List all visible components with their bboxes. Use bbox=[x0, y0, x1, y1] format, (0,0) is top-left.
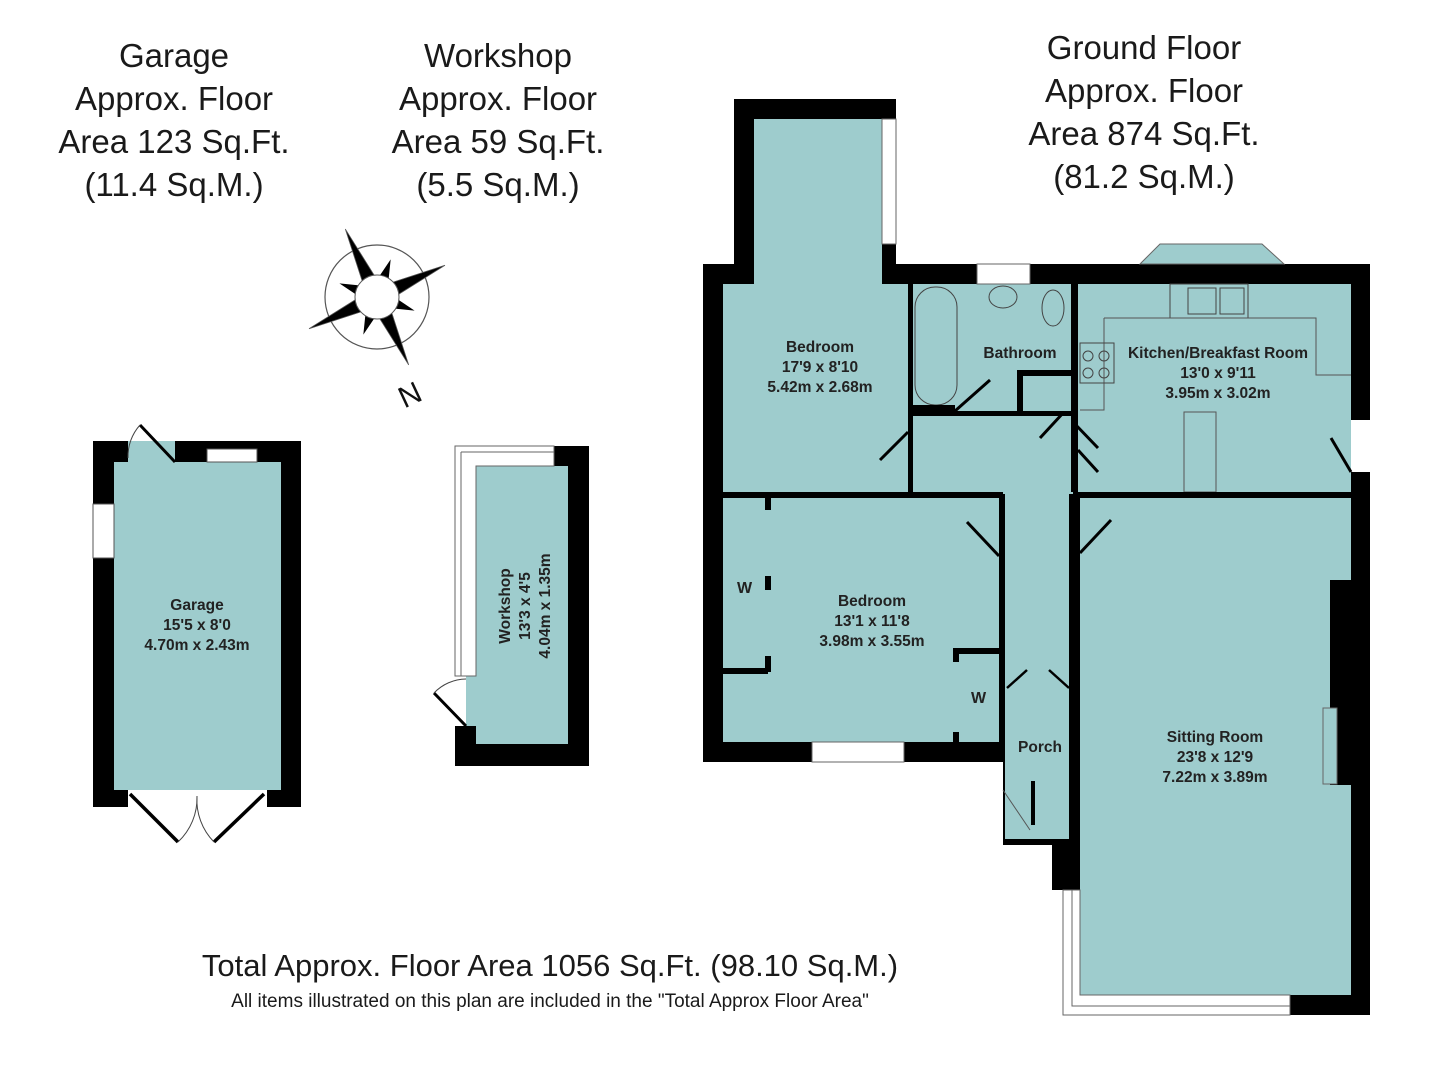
room-label-bedroom-1: Bedroom 17'9 x 8'10 5.42m x 2.68m bbox=[745, 338, 895, 398]
heading-line: Workshop bbox=[424, 37, 572, 74]
heading-line: Area 59 Sq.Ft. bbox=[391, 123, 605, 160]
room-label-garage: Garage 15'5 x 8'0 4.70m x 2.43m bbox=[122, 596, 272, 656]
room-name: Bedroom bbox=[837, 593, 907, 610]
room-dimensions-metric: 7.22m x 3.89m bbox=[1162, 769, 1268, 786]
room-label-workshop: Workshop 13'3 x 4'5 4.04m x 1.35m bbox=[496, 526, 556, 686]
heading-line: Approx. Floor bbox=[398, 80, 598, 117]
room-dimensions-imperial: 13'0 x 9'11 bbox=[1180, 365, 1256, 382]
room-name: Sitting Room bbox=[1166, 729, 1264, 746]
total-floor-area: Total Approx. Floor Area 1056 Sq.Ft. (98… bbox=[201, 948, 899, 983]
heading-line: Garage bbox=[118, 37, 230, 74]
heading-line: Area 874 Sq.Ft. bbox=[1028, 115, 1260, 152]
room-label-porch: Porch bbox=[1005, 738, 1075, 758]
heading-line: Ground Floor bbox=[1046, 29, 1242, 66]
ground-floor-area-heading: Ground Floor Approx. Floor Area 874 Sq.F… bbox=[994, 26, 1294, 198]
room-name: Kitchen/Breakfast Room bbox=[1127, 345, 1308, 362]
compass-rose-icon bbox=[308, 228, 446, 366]
workshop-plan bbox=[432, 445, 589, 766]
garage-area-heading: Garage Approx. Floor Area 123 Sq.Ft. (11… bbox=[24, 34, 324, 206]
room-dimensions-metric: 3.95m x 3.02m bbox=[1165, 385, 1271, 402]
room-dimensions-imperial: 23'8 x 12'9 bbox=[1176, 749, 1254, 766]
room-dimensions-metric: 4.70m x 2.43m bbox=[144, 637, 250, 654]
room-dimensions-imperial: 17'9 x 8'10 bbox=[781, 359, 859, 376]
room-dimensions-metric: 5.42m x 2.68m bbox=[767, 379, 873, 396]
north-label: N bbox=[393, 376, 427, 415]
heading-line: Area 123 Sq.Ft. bbox=[58, 123, 290, 160]
wardrobe-label: W bbox=[971, 690, 987, 707]
room-name: Workshop bbox=[497, 568, 514, 644]
garage-plan bbox=[92, 423, 301, 844]
room-dimensions-imperial: 13'3 x 4'5 bbox=[517, 572, 534, 640]
room-dimensions-metric: 4.04m x 1.35m bbox=[537, 553, 554, 659]
room-name: Bedroom bbox=[785, 339, 855, 356]
room-dimensions-imperial: 13'1 x 11'8 bbox=[834, 613, 910, 630]
room-dimensions-metric: 3.98m x 3.55m bbox=[819, 633, 925, 650]
ground-floor-plan bbox=[703, 99, 1370, 1016]
room-label-sitting-room: Sitting Room 23'8 x 12'9 7.22m x 3.89m bbox=[1140, 728, 1290, 788]
room-name: Porch bbox=[1018, 739, 1062, 756]
room-label-kitchen: Kitchen/Breakfast Room 13'0 x 9'11 3.95m… bbox=[1108, 344, 1328, 404]
room-name: Bathroom bbox=[983, 345, 1057, 362]
room-label-bedroom-2: Bedroom 13'1 x 11'8 3.98m x 3.55m bbox=[797, 592, 947, 652]
floor-area-note: All items illustrated on this plan are i… bbox=[231, 991, 869, 1012]
wardrobe-label: W bbox=[737, 580, 753, 597]
room-name: Garage bbox=[170, 597, 224, 614]
heading-line: (5.5 Sq.M.) bbox=[416, 166, 580, 203]
heading-line: (81.2 Sq.M.) bbox=[1053, 158, 1235, 195]
workshop-area-heading: Workshop Approx. Floor Area 59 Sq.Ft. (5… bbox=[348, 34, 648, 206]
room-dimensions-imperial: 15'5 x 8'0 bbox=[163, 617, 231, 634]
heading-line: Approx. Floor bbox=[1044, 72, 1244, 109]
heading-line: Approx. Floor bbox=[74, 80, 274, 117]
heading-line: (11.4 Sq.M.) bbox=[84, 166, 264, 203]
room-label-bathroom: Bathroom bbox=[960, 344, 1080, 364]
